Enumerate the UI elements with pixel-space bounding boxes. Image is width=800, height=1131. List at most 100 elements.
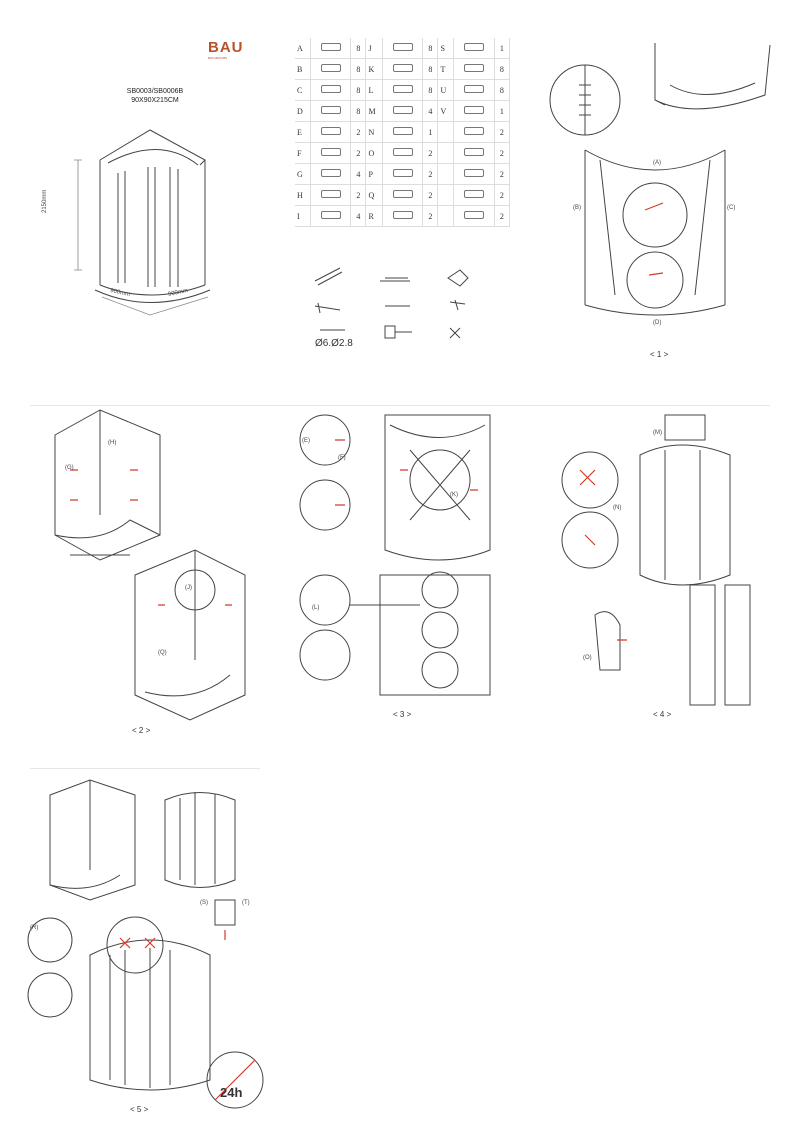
model-size-text: 90X90X215CM xyxy=(131,97,179,104)
part-qty: 2 xyxy=(422,163,439,185)
part-qty: 2 xyxy=(350,142,367,164)
row-separator xyxy=(30,768,260,769)
part-icon xyxy=(382,142,424,164)
part-label: C xyxy=(295,79,311,101)
callout-c: (K) xyxy=(450,492,458,498)
part-label: A xyxy=(295,38,311,59)
cure-time-label: 24h xyxy=(220,1085,243,1100)
part-label: F xyxy=(295,142,311,164)
part-qty: 2 xyxy=(494,142,511,164)
part-qty: 8 xyxy=(350,79,367,101)
part-icon xyxy=(310,38,352,59)
part-qty: 1 xyxy=(494,100,511,122)
part-qty: 8 xyxy=(422,58,439,80)
part-label xyxy=(437,163,455,185)
part-icon xyxy=(382,121,424,143)
part-qty: 4 xyxy=(350,163,367,185)
part-qty: 4 xyxy=(350,205,367,227)
part-label: I xyxy=(295,205,311,227)
callout-b: (F) xyxy=(338,455,346,461)
part-label: H xyxy=(295,184,311,206)
brand-logo: BAU BATHROOMS xyxy=(208,39,244,60)
part-qty: 2 xyxy=(350,121,367,143)
part-label xyxy=(437,184,455,206)
callout-a: (M) xyxy=(653,430,662,436)
step1-caption: < 1 > xyxy=(650,350,669,359)
tools-drawing xyxy=(314,267,469,339)
part-icon xyxy=(453,121,495,143)
step3-caption: < 3 > xyxy=(393,710,412,719)
step2-drawing xyxy=(54,409,246,721)
part-label: N xyxy=(365,121,383,143)
part-label xyxy=(437,205,455,227)
part-icon xyxy=(310,121,352,143)
row-separator xyxy=(30,405,770,406)
step1-drawing xyxy=(549,43,771,316)
part-label: M xyxy=(365,100,383,122)
part-icon xyxy=(453,38,495,59)
part-label: R xyxy=(365,205,383,227)
part-icon xyxy=(310,205,352,227)
part-icon xyxy=(310,79,352,101)
callout-d: (L) xyxy=(312,605,320,611)
part-icon xyxy=(453,58,495,80)
part-label: G xyxy=(295,163,311,185)
part-icon xyxy=(310,142,352,164)
part-icon xyxy=(453,163,495,185)
part-label: K xyxy=(365,58,383,80)
part-qty: 2 xyxy=(494,184,511,206)
part-qty: 1 xyxy=(422,121,439,143)
drill-size-label: Ø6.Ø2.8 xyxy=(315,338,353,349)
part-qty: 2 xyxy=(422,205,439,227)
part-icon xyxy=(382,100,424,122)
brand-name: BAU xyxy=(208,39,244,56)
callout-b: (N) xyxy=(613,505,622,511)
part-icon xyxy=(453,79,495,101)
part-icon xyxy=(310,100,352,122)
part-qty: 1 xyxy=(494,38,511,59)
part-icon xyxy=(310,184,352,206)
part-qty: 2 xyxy=(494,205,511,227)
shower-enclosure-drawing xyxy=(74,129,211,316)
part-qty: 2 xyxy=(422,142,439,164)
cover-panel: BAU BATHROOMS SB0003/SB0006B 90X90X215CM… xyxy=(30,25,260,395)
brand-tagline: BATHROOMS xyxy=(208,56,228,60)
part-label: Q xyxy=(365,184,383,206)
step3-panel: (E) (F) (K) (L) < 3 > xyxy=(290,410,520,740)
part-qty: 2 xyxy=(494,121,511,143)
part-label: J xyxy=(365,38,383,59)
part-label: O xyxy=(365,142,383,164)
part-label: D xyxy=(295,100,311,122)
part-qty: 8 xyxy=(494,79,511,101)
callout-b: (S) xyxy=(200,900,208,906)
callout-a: (H) xyxy=(108,440,117,446)
step2-caption: < 2 > xyxy=(132,726,151,735)
part-label xyxy=(437,121,455,143)
callout-c: (Q) xyxy=(158,650,167,656)
part-qty: 8 xyxy=(422,79,439,101)
part-icon xyxy=(382,205,424,227)
step4-panel: (M) (N) (O) < 4 > xyxy=(545,410,775,740)
part-label: P xyxy=(365,163,383,185)
part-icon xyxy=(310,163,352,185)
step3-drawing xyxy=(299,414,491,696)
step5-caption: < 5 > xyxy=(130,1105,149,1114)
part-icon xyxy=(382,184,424,206)
part-qty: 8 xyxy=(350,100,367,122)
part-label: U xyxy=(437,79,455,101)
step1-panel: (A) (B) (C) (D) < 1 > xyxy=(545,25,775,395)
callout-d: (J) xyxy=(185,585,192,591)
step2-panel: (H) (G) (Q) (J) < 2 > xyxy=(30,409,260,740)
step4-caption: < 4 > xyxy=(653,710,672,719)
part-icon xyxy=(453,205,495,227)
step5-panel: (R) (S) (T) 24h < 5 > xyxy=(20,779,265,1120)
part-qty: 8 xyxy=(494,58,511,80)
part-label: T xyxy=(437,58,455,80)
